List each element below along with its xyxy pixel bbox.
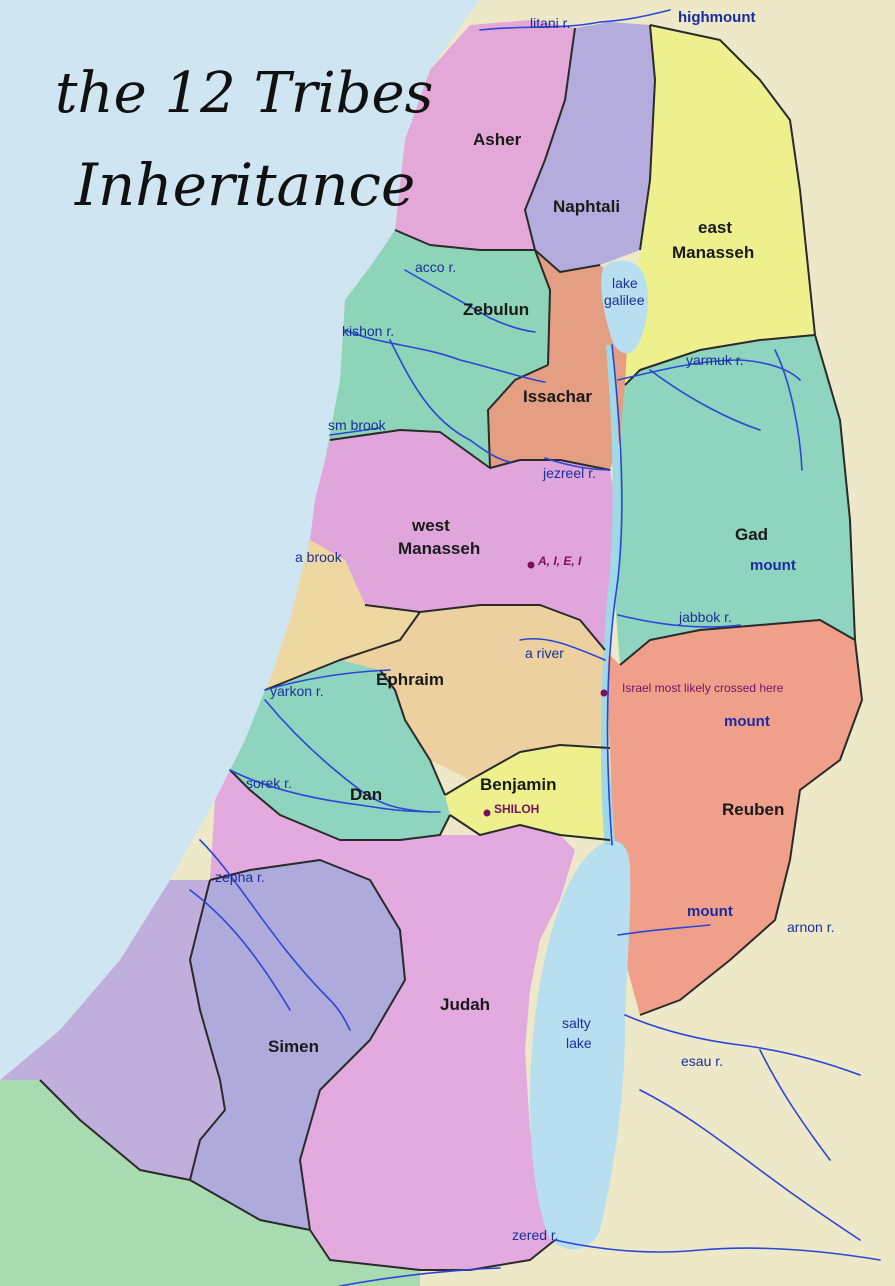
tribe-region-east-manasseh bbox=[625, 25, 815, 385]
site-marker-shiloh bbox=[483, 809, 491, 817]
jordan-valley bbox=[600, 345, 621, 845]
label-jabbok-river: jabbok r. bbox=[678, 609, 732, 625]
label-west-manasseh-1: west bbox=[411, 516, 450, 535]
tribe-region-reuben bbox=[605, 620, 862, 1015]
label-arnon-river: arnon r. bbox=[787, 919, 834, 935]
label-crossing: Israel most likely crossed here bbox=[622, 681, 784, 695]
tribe-region-asher bbox=[395, 20, 575, 250]
site-marker-aiei bbox=[527, 561, 535, 569]
label-west-manasseh-2: Manasseh bbox=[398, 539, 480, 558]
label-zebulun: Zebulun bbox=[463, 300, 529, 319]
tribe-region-dan bbox=[230, 660, 450, 840]
label-zepha-river: zepha r. bbox=[215, 869, 265, 885]
label-reuben-mount-2: mount bbox=[687, 903, 733, 920]
label-acco-river: acco r. bbox=[415, 259, 456, 275]
label-yarkon-river: yarkon r. bbox=[270, 683, 324, 699]
label-lake-galilee-2: galilee bbox=[604, 292, 645, 308]
label-judah: Judah bbox=[440, 995, 490, 1014]
tribe-region-naphtali bbox=[525, 22, 655, 272]
label-lake-galilee-1: lake bbox=[612, 275, 638, 291]
tribe-region-ephraim bbox=[340, 605, 610, 780]
label-naphtali: Naphtali bbox=[553, 197, 620, 216]
label-a-river: a river bbox=[525, 645, 564, 661]
rivers bbox=[189, 9, 881, 1286]
tribe-region-judah bbox=[210, 770, 575, 1270]
label-dan: Dan bbox=[350, 785, 382, 804]
tribe-region-west-manasseh bbox=[310, 430, 618, 650]
tribe-borders bbox=[39, 24, 863, 1271]
label-esau-river: esau r. bbox=[681, 1053, 723, 1069]
label-simen: Simen bbox=[268, 1037, 319, 1056]
site-marker-crossing bbox=[600, 689, 608, 697]
label-reuben-mount-1: mount bbox=[724, 713, 770, 730]
label-gad: Gad bbox=[735, 525, 768, 544]
label-a-brook: a brook bbox=[295, 549, 343, 565]
tribe-region-coastal-strip bbox=[265, 540, 420, 690]
label-issachar: Issachar bbox=[523, 387, 592, 406]
label-salty-lake-2: lake bbox=[566, 1035, 592, 1051]
tribe-region-simen bbox=[190, 860, 405, 1230]
label-sm-brook: sm brook bbox=[328, 417, 387, 433]
tribe-region-issachar bbox=[488, 250, 628, 470]
label-jezreel-river: jezreel r. bbox=[542, 465, 596, 481]
map-title-line2: Inheritance bbox=[74, 151, 415, 219]
label-sorek-river: sorek r. bbox=[246, 775, 292, 791]
label-zered-river: zered r. bbox=[512, 1227, 559, 1243]
label-kishon-river: kishon r. bbox=[342, 323, 394, 339]
tribe-region-gad bbox=[615, 335, 855, 665]
lake-galilee bbox=[601, 260, 649, 354]
label-litani-river: litani r. bbox=[530, 15, 570, 31]
label-ephraim: Ephraim bbox=[376, 670, 444, 689]
label-shiloh: SHILOH bbox=[494, 802, 539, 816]
label-yarmuk-river: yarmuk r. bbox=[686, 352, 744, 368]
map-title-line1: the 12 Tribes bbox=[55, 61, 433, 126]
label-reuben: Reuben bbox=[722, 800, 784, 819]
region-negev bbox=[0, 1080, 420, 1286]
label-asher: Asher bbox=[473, 130, 522, 149]
label-gad-mount: mount bbox=[750, 557, 796, 574]
label-highmount: highmount bbox=[678, 9, 755, 26]
label-east-manasseh-1: east bbox=[698, 218, 732, 237]
label-benjamin: Benjamin bbox=[480, 775, 557, 794]
label-salty-lake-1: salty bbox=[562, 1015, 591, 1031]
label-east-manasseh-2: Manasseh bbox=[672, 243, 754, 262]
tribe-region-southwest bbox=[0, 880, 225, 1180]
tribe-region-zebulun bbox=[325, 230, 550, 468]
label-site-aiei: A, I, E, I bbox=[537, 554, 582, 568]
salty-lake bbox=[530, 840, 631, 1250]
